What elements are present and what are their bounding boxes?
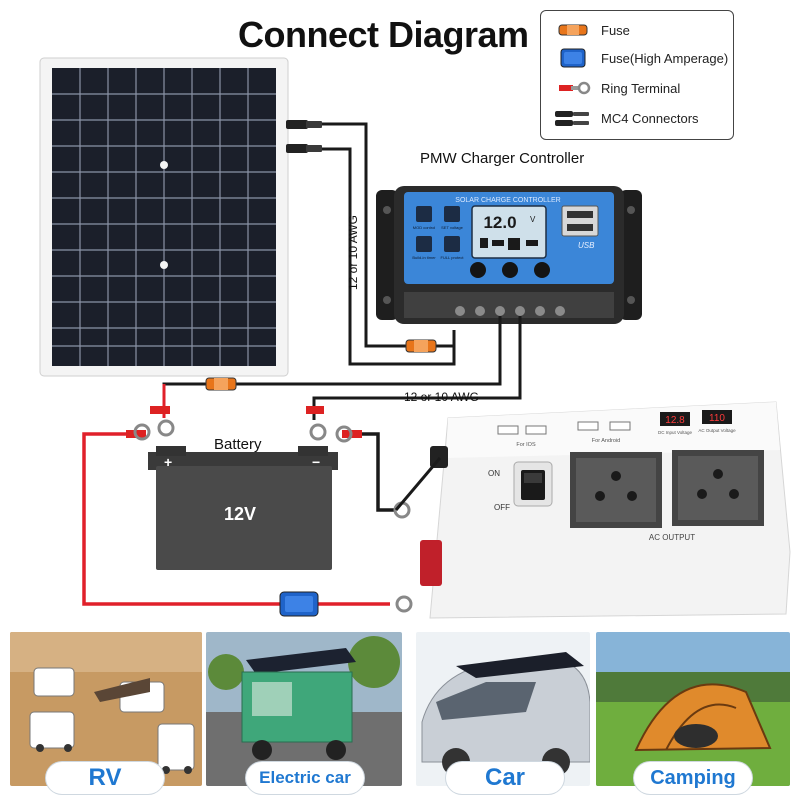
ac-caption: AC Output Voltage xyxy=(698,428,736,433)
legend-label: Fuse(High Amperage) xyxy=(601,50,729,66)
legend-label: Fuse xyxy=(601,22,630,38)
photo-rv xyxy=(10,632,202,786)
battery-minus: − xyxy=(312,454,320,470)
label-electric-car: Electric car xyxy=(246,762,364,794)
mc4-connectors xyxy=(286,120,322,153)
diagram-title: Connect Diagram xyxy=(238,14,529,55)
awg-label-horizontal: 12 or 10 AWG xyxy=(404,390,479,404)
button-label: Build-in timer xyxy=(412,255,436,260)
usb-port-block xyxy=(561,205,599,237)
controller-brand-text: SOLAR CHARGE CONTROLLER xyxy=(455,197,560,204)
ring-terminals xyxy=(126,406,362,443)
usb-label: USB xyxy=(578,241,595,250)
controller-title: PMW Charger Controller xyxy=(420,150,585,167)
legend-box: Fuse Fuse(High Amperage) Ring Terminal M… xyxy=(540,10,734,140)
ring-terminal-icon xyxy=(551,77,595,99)
battery: + − 12V xyxy=(148,446,338,570)
ac-output-label: AC OUTPUT xyxy=(649,533,695,542)
battery-voltage: 12V xyxy=(224,504,256,524)
wiring-diagram: SOLAR CHARGE CONTROLLER MOD control SET … xyxy=(39,57,791,619)
label-camping: Camping xyxy=(634,762,752,794)
legend-item-ring-terminal: Ring Terminal xyxy=(551,77,680,99)
button-label: MOD control xyxy=(413,225,436,230)
legend-item-mc4: MC4 Connectors xyxy=(551,107,699,129)
battery-inverter-wires xyxy=(82,432,396,606)
fuse-icon xyxy=(551,19,595,41)
fuse-battery-line xyxy=(205,377,237,391)
charge-controller: SOLAR CHARGE CONTROLLER MOD control SET … xyxy=(376,186,642,324)
photo-car xyxy=(416,632,590,786)
lcd-value: 12.0 xyxy=(483,213,516,232)
lcd-unit: V xyxy=(530,215,536,224)
dc-display: 12.8 xyxy=(665,415,685,426)
label-car: Car xyxy=(446,762,564,794)
switch-off-label: OFF xyxy=(494,503,510,512)
legend-label: MC4 Connectors xyxy=(601,110,699,126)
battery-label: Battery xyxy=(214,436,262,453)
legend-item-fuse-high-amperage: Fuse(High Amperage) xyxy=(551,47,728,69)
button-label: FULL protect xyxy=(441,255,465,260)
fuse-panel-line xyxy=(405,339,437,353)
legend-label: Ring Terminal xyxy=(601,80,681,96)
high-amperage-fuse xyxy=(279,591,319,617)
inverter: For IOS For Android 12.8 110 DC Input Vo… xyxy=(420,401,791,619)
label-rv: RV xyxy=(46,762,164,794)
switch-on-label: ON xyxy=(488,469,500,478)
solar-panel xyxy=(39,57,289,377)
usb-ios-label: For IOS xyxy=(516,442,536,448)
dc-caption: DC Input Voltage xyxy=(658,430,693,435)
high-amperage-fuse-icon xyxy=(551,47,595,69)
button-label: SET voltage xyxy=(441,225,463,230)
usb-android-label: For Android xyxy=(592,438,620,444)
legend-item-fuse: Fuse xyxy=(551,19,630,41)
photo-camping xyxy=(596,632,790,786)
ac-display: 110 xyxy=(709,413,725,424)
battery-plus: + xyxy=(164,454,172,470)
awg-label-vertical: 12 or 10 AWG xyxy=(346,215,360,290)
mc4-connector-icon xyxy=(551,107,595,129)
